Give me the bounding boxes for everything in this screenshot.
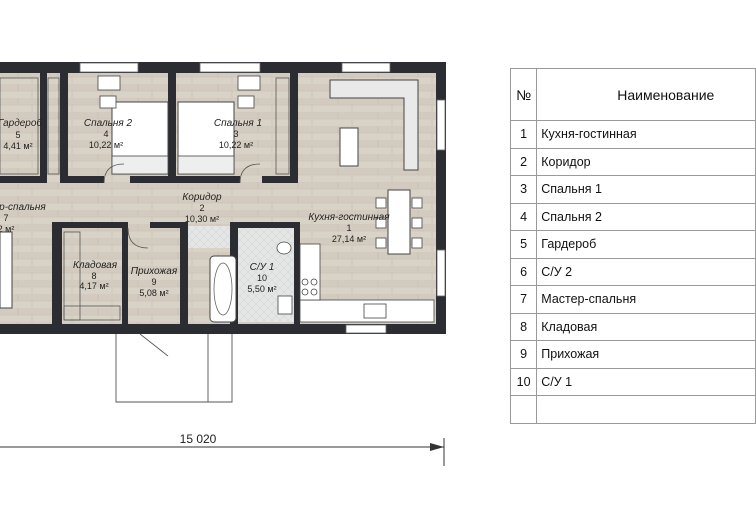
legend-row-name: Прихожая xyxy=(536,340,756,369)
floor-tile-entry xyxy=(186,226,230,248)
legend-header-row: № Наименование xyxy=(509,68,756,121)
bed-bedroom1 xyxy=(177,101,235,175)
room-area-hall: 5,08 м² xyxy=(139,288,168,298)
dining-table xyxy=(375,189,423,255)
porch xyxy=(115,334,233,403)
legend-row-num: 9 xyxy=(509,340,538,369)
room-num-master: 7 xyxy=(3,213,8,223)
doors xyxy=(103,163,261,357)
windows xyxy=(79,62,446,334)
dimension-line xyxy=(0,438,445,466)
room-name-wardrobe: Гардероб xyxy=(0,117,42,129)
legend-row-name: С/У 2 xyxy=(536,257,756,286)
legend-row-name: Спальня 1 xyxy=(536,175,756,204)
room-name-storage: Кладовая xyxy=(73,260,118,271)
bathtub xyxy=(209,255,237,323)
floor-plan: Гардероб 5 4,41 м² Спальня 2 4 10,22 м² … xyxy=(0,62,446,466)
legend-row-num: 5 xyxy=(509,230,538,259)
room-num-bedroom1: 3 xyxy=(233,129,238,139)
room-name-hall: Прихожая xyxy=(131,266,178,277)
legend-row-num: 10 xyxy=(509,367,538,396)
room-name-bedroom1: Спальня 1 xyxy=(214,118,262,129)
legend-row-num: 3 xyxy=(509,175,538,204)
room-num-corridor: 2 xyxy=(199,203,204,213)
legend-row-name: Гардероб xyxy=(536,230,756,259)
legend-header-num: № xyxy=(509,68,538,121)
legend-row-name: Кухня-гостинная xyxy=(536,120,756,149)
dimension-label: 15 020 xyxy=(180,432,217,446)
room-name-corridor: Коридор xyxy=(182,192,222,203)
room-area-corridor: 10,30 м² xyxy=(185,214,219,224)
room-num-kitchen: 1 xyxy=(346,223,351,233)
desks xyxy=(97,75,261,109)
legend-row-name: Мастер-спальня xyxy=(536,285,756,314)
toilet-sink xyxy=(276,241,293,315)
room-num-bath1: 10 xyxy=(257,273,267,283)
room-name-bath1: С/У 1 xyxy=(250,262,275,273)
room-name-kitchen: Кухня-гостинная xyxy=(308,212,390,223)
closet-shelves xyxy=(0,77,290,321)
legend-row-num: 6 xyxy=(509,257,538,286)
sofa xyxy=(329,79,419,171)
coffee-table xyxy=(339,127,359,167)
legend-row-num: 7 xyxy=(509,285,538,314)
room-num-hall: 9 xyxy=(151,277,156,287)
room-num-storage: 8 xyxy=(91,271,96,281)
room-name-master: Мастер-спальня xyxy=(0,202,46,213)
room-labels: Гардероб 5 4,41 м² Спальня 2 4 10,22 м² … xyxy=(0,117,390,298)
stove-burners xyxy=(301,278,318,296)
legend-row-num: 4 xyxy=(509,202,538,231)
room-area-bedroom1: 10,22 м² xyxy=(219,140,253,150)
legend-row-name: Спальня 2 xyxy=(536,202,756,231)
legend-row-num: 2 xyxy=(509,147,538,176)
legend-row-name xyxy=(536,395,756,424)
room-area-kitchen: 27,14 м² xyxy=(332,234,366,244)
table-row xyxy=(509,395,756,424)
room-area-master: 2 м² xyxy=(0,224,14,234)
room-area-storage: 4,17 м² xyxy=(79,281,108,291)
legend-row-num xyxy=(509,395,538,424)
kitchen-counter xyxy=(299,243,435,323)
bed-bedroom2 xyxy=(111,101,169,175)
bed-master xyxy=(0,231,13,309)
room-area-bedroom2: 10,22 м² xyxy=(89,140,123,150)
room-name-bedroom2: Спальня 2 xyxy=(84,118,133,129)
room-num-bedroom2: 4 xyxy=(103,129,108,139)
legend-row-name: Коридор xyxy=(536,147,756,176)
legend-row-name: С/У 1 xyxy=(536,367,756,396)
legend-row-name: Кладовая xyxy=(536,312,756,341)
room-area-wardrobe: 4,41 м² xyxy=(3,141,32,151)
legend-row-num: 8 xyxy=(509,312,538,341)
legend-row-num: 1 xyxy=(509,120,538,149)
legend-header-name: Наименование xyxy=(536,68,756,121)
room-num-wardrobe: 5 xyxy=(15,130,20,140)
room-area-bath1: 5,50 м² xyxy=(247,284,276,294)
